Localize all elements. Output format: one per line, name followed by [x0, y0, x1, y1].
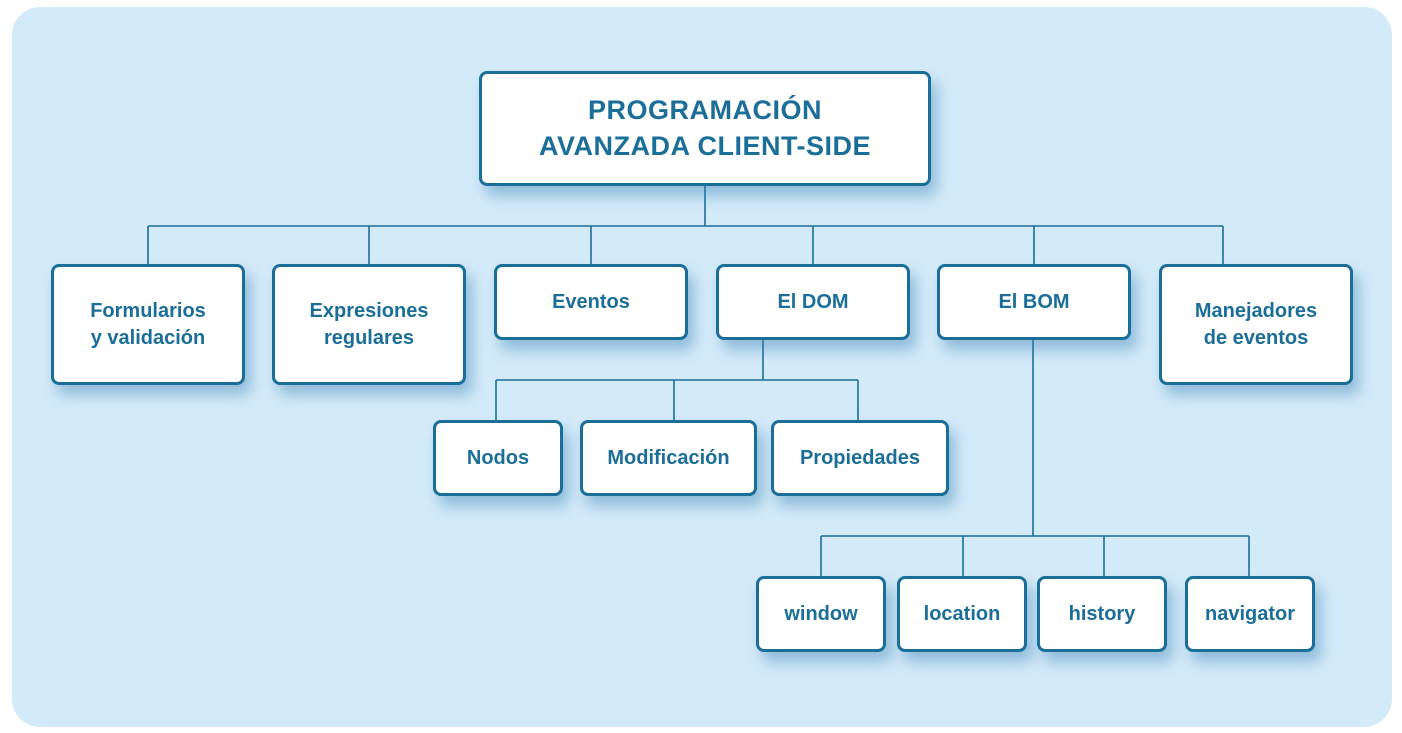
node-location: location	[897, 576, 1027, 652]
node-expresiones: Expresiones regulares	[272, 264, 466, 385]
node-manejadores: Manejadores de eventos	[1159, 264, 1353, 385]
node-eventos: Eventos	[494, 264, 688, 340]
node-nodos: Nodos	[433, 420, 563, 496]
node-bom: El BOM	[937, 264, 1131, 340]
node-history: history	[1037, 576, 1167, 652]
node-modificacion: Modificación	[580, 420, 757, 496]
node-window: window	[756, 576, 886, 652]
node-propiedades: Propiedades	[771, 420, 949, 496]
node-formularios: Formularios y validación	[51, 264, 245, 385]
node-navigator: navigator	[1185, 576, 1315, 652]
node-dom: El DOM	[716, 264, 910, 340]
root-node: PROGRAMACIÓN AVANZADA CLIENT-SIDE	[479, 71, 931, 186]
